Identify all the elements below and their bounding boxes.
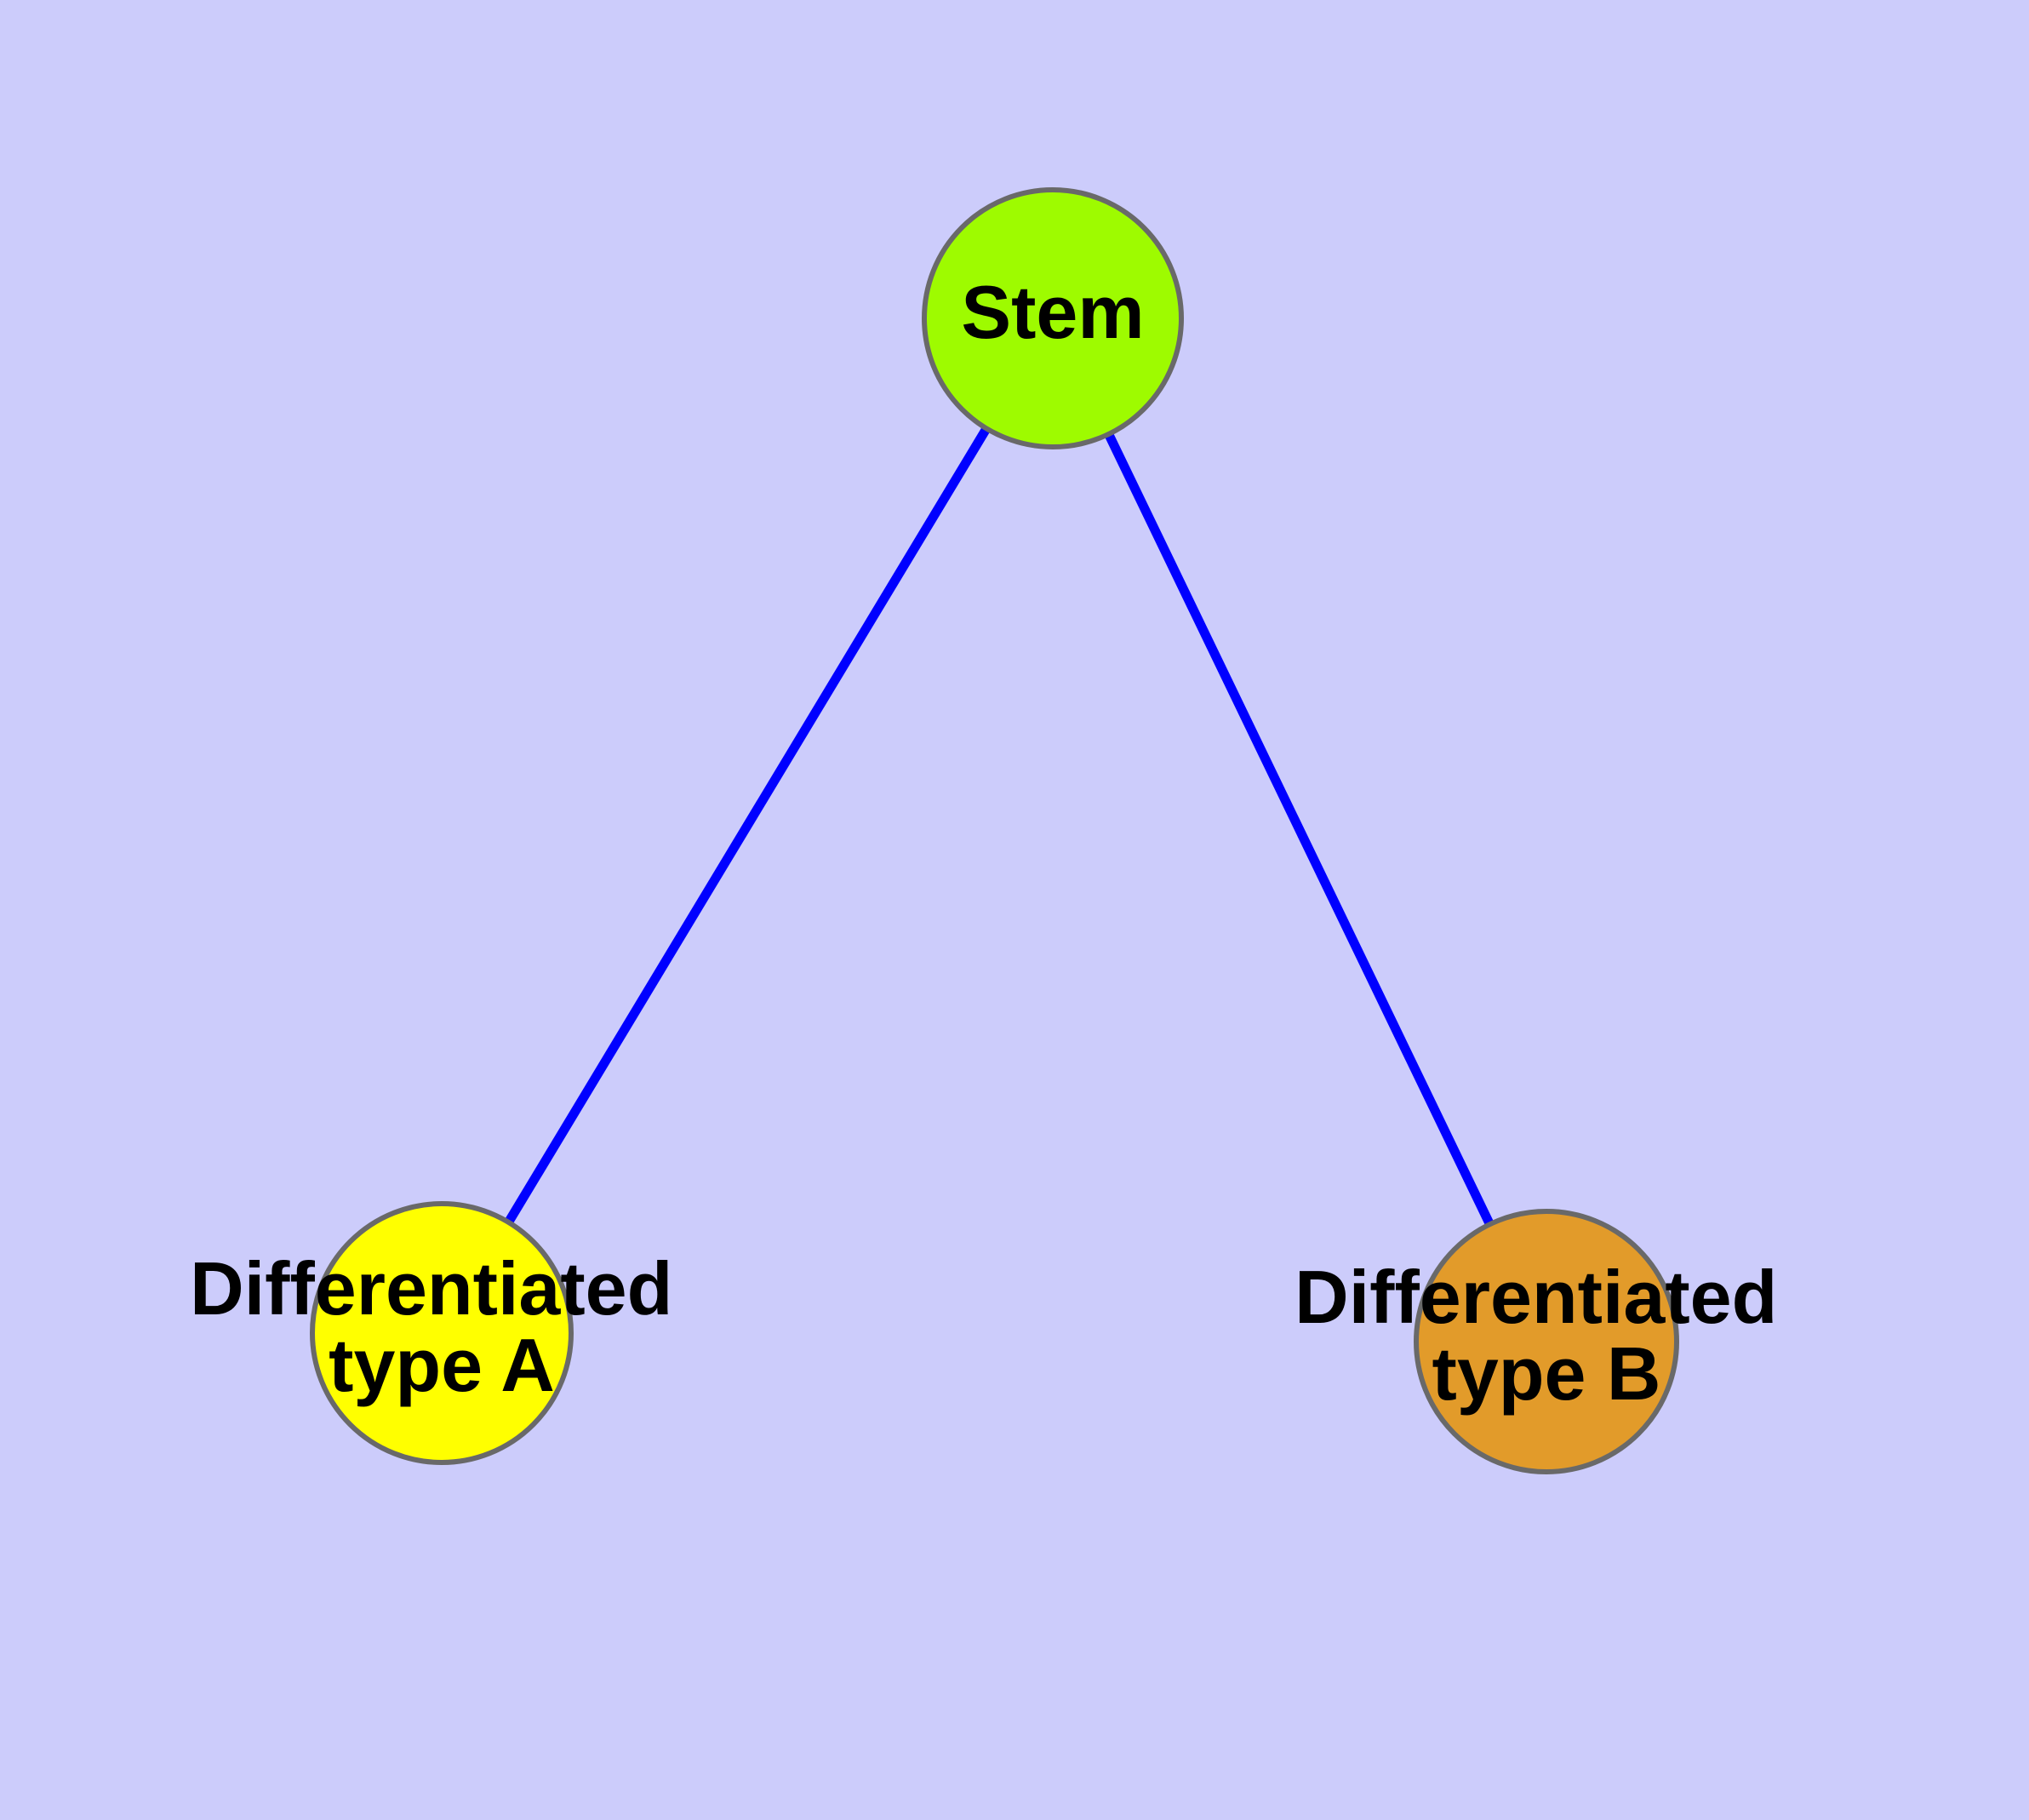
node-differentiated-type-a[interactable]: Differentiated type A [190,1201,694,1465]
node-stem-label: Stem [961,270,1144,354]
node-differentiated-type-a-label-line-1: Differentiated [190,1246,672,1331]
node-differentiated-type-b[interactable]: Differentiated type B [1295,1209,1798,1474]
node-differentiated-type-b-circle[interactable] [1414,1209,1679,1474]
node-differentiated-type-b-label-line-1: Differentiated [1295,1255,1777,1339]
node-stem-circle[interactable] [922,187,1184,449]
node-layer: Stem Differentiated type A Differentiate… [190,187,1798,1474]
edge-layer [437,316,1551,1344]
node-differentiated-type-b-label-line-2: type B [1432,1331,1661,1416]
node-stem[interactable]: Stem [922,187,1184,449]
node-differentiated-type-a-label: Differentiated type A [190,1246,694,1407]
node-differentiated-type-b-label: Differentiated type B [1295,1255,1798,1416]
node-differentiated-type-a-label-line-2: type A [329,1323,555,1407]
edge-stem-to-differentiated-type-a[interactable] [437,316,1057,1336]
node-stem-label-line-1: Stem [961,270,1144,354]
node-differentiated-type-a-circle[interactable] [310,1201,574,1465]
edge-stem-to-differentiated-type-b[interactable] [1049,316,1551,1344]
